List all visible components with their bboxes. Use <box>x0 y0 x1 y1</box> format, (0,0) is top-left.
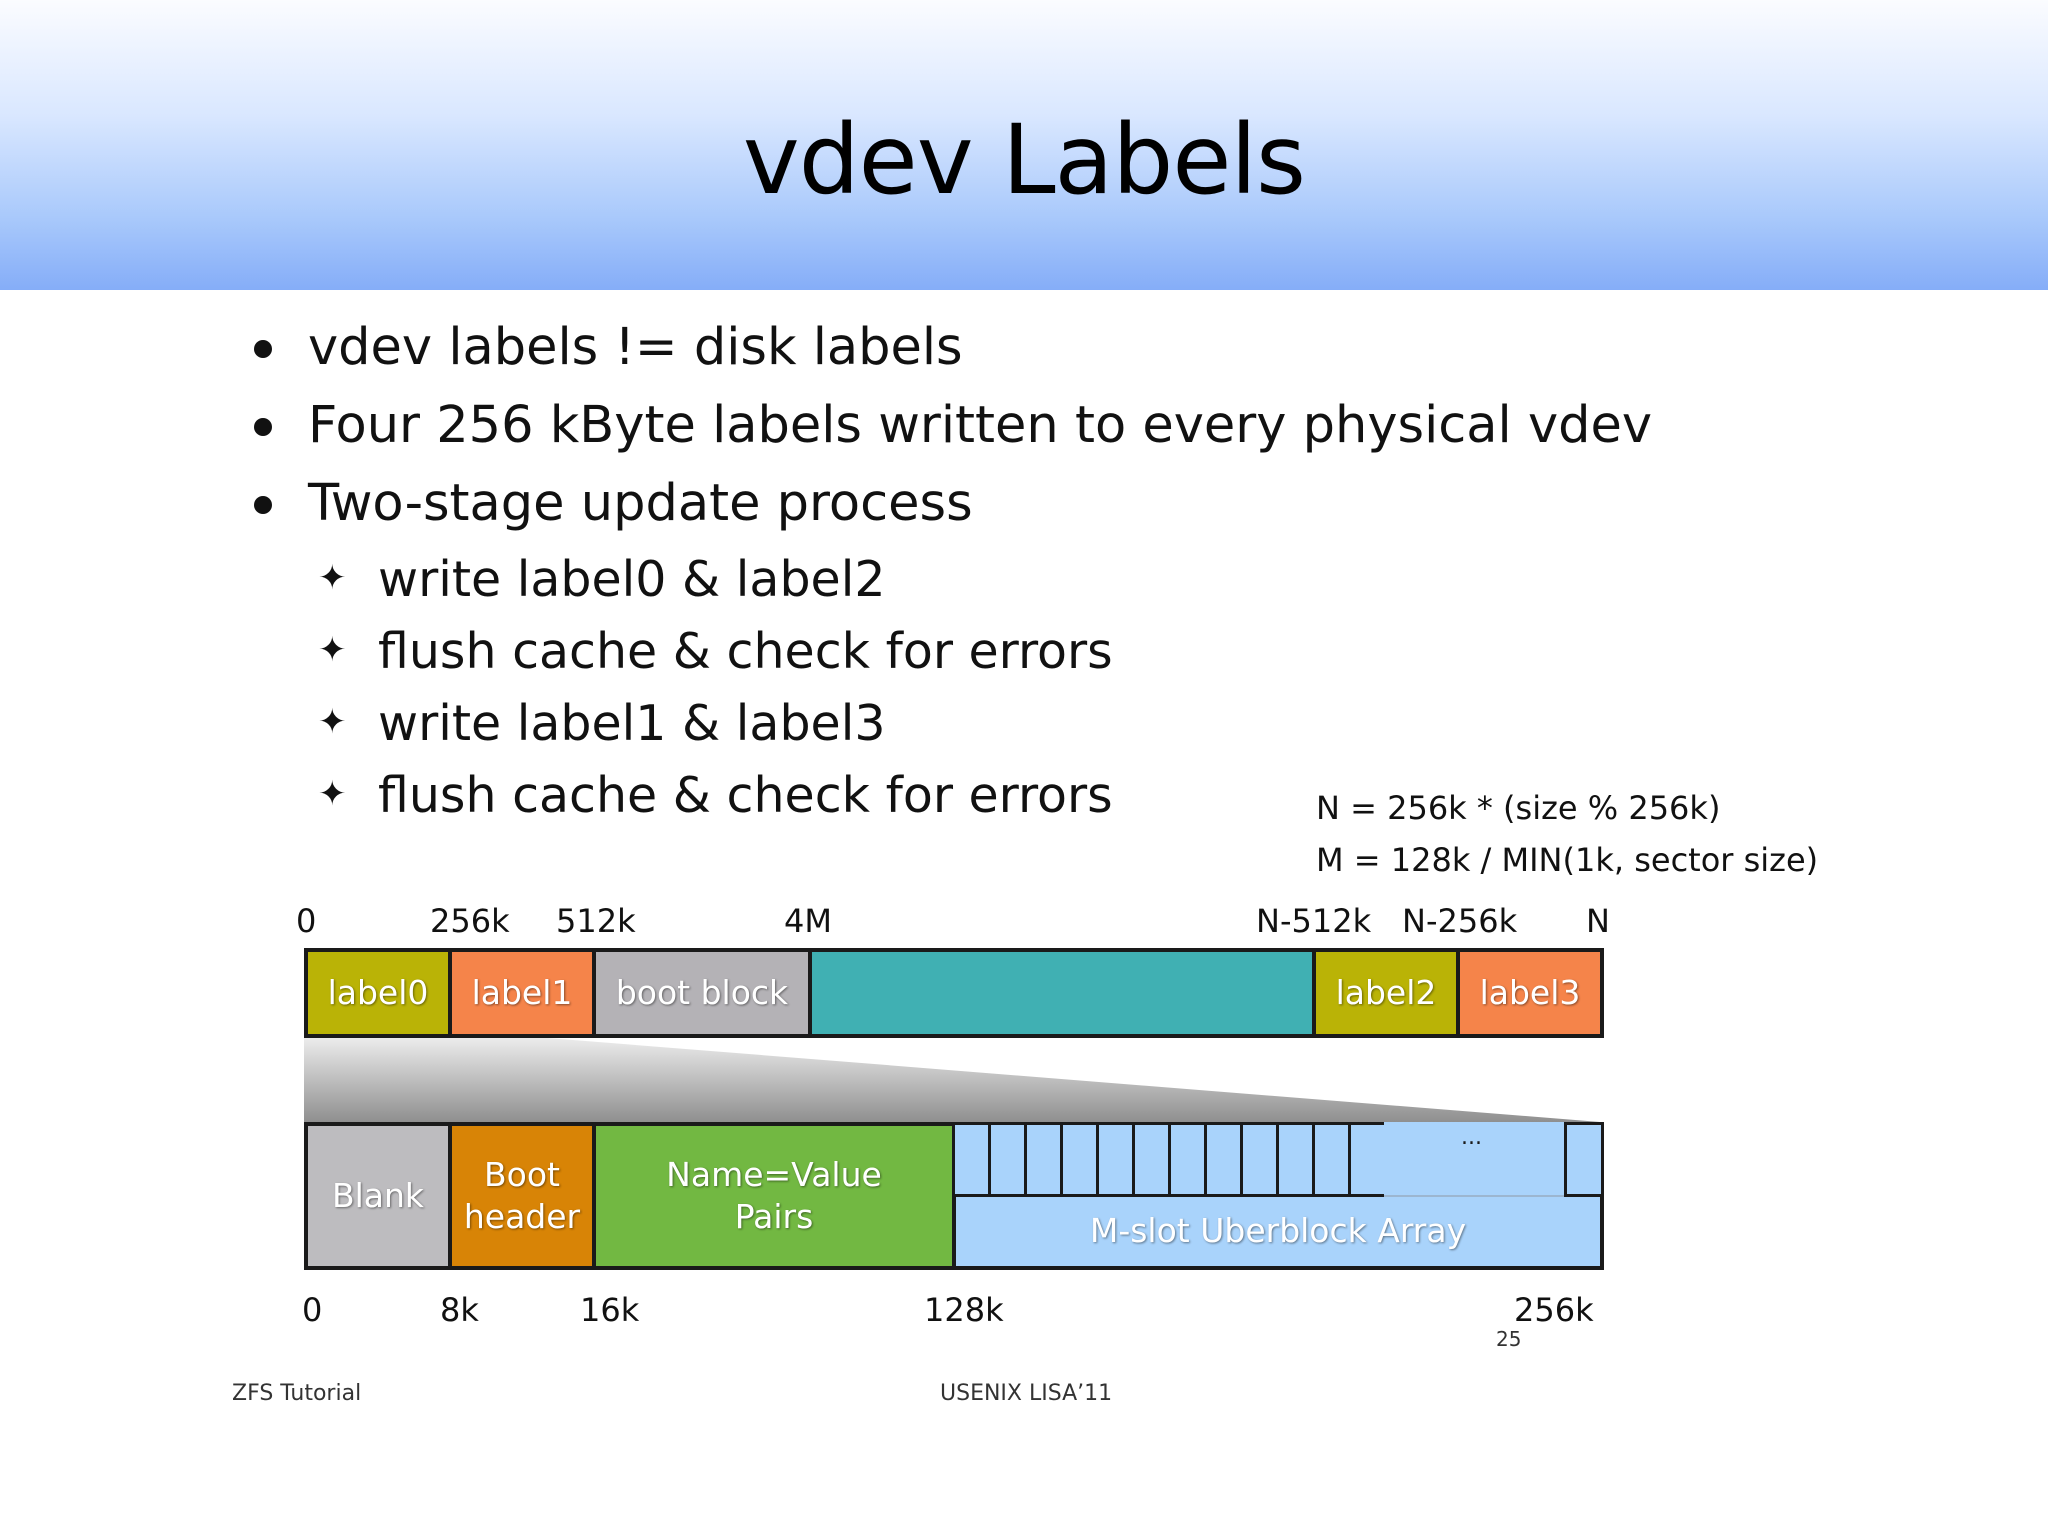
bottom-tick-label: 8k <box>440 1291 479 1329</box>
blank-segment: Blank <box>304 1122 452 1270</box>
name-value-pairs-segment: Name=Value Pairs <box>592 1122 956 1270</box>
bullet-dot-icon <box>254 418 272 436</box>
uberblock-slot <box>1132 1122 1171 1197</box>
uberblock-slot <box>952 1122 991 1197</box>
top-tick-label: 256k <box>430 902 510 940</box>
uberblock-slot <box>1204 1122 1243 1197</box>
uberblock-slot <box>1276 1122 1315 1197</box>
four-pointed-star-icon: ✦ <box>318 702 347 742</box>
top-tick-label: 512k <box>556 902 636 940</box>
bullet-dot-icon <box>254 340 272 358</box>
label3-segment: label3 <box>1456 948 1604 1038</box>
sub-bullet-item: write label0 & label2 <box>378 551 886 608</box>
sub-bullet-item: flush cache & check for errors <box>378 767 1113 824</box>
bullet-item: Four 256 kByte labels written to every p… <box>308 396 1653 455</box>
bullet-item: Two-stage update process <box>308 474 973 533</box>
slide-title: vdev Labels <box>742 104 1306 216</box>
boot-header-segment: Boot header <box>448 1122 596 1270</box>
label0-segment: label0 <box>304 948 452 1038</box>
bottom-tick-label: 0 <box>302 1291 323 1329</box>
uberblock-slot <box>1564 1122 1604 1197</box>
formula-m: M = 128k / MIN(1k, sector size) <box>1316 841 1819 879</box>
top-tick-label: 4M <box>784 902 832 940</box>
page-number: 25 <box>1496 1327 1522 1351</box>
zoom-wedge <box>304 1038 1600 1122</box>
slots-ellipsis: ... <box>1461 1125 1482 1150</box>
four-pointed-star-icon: ✦ <box>318 558 347 598</box>
label1-segment: label1 <box>448 948 596 1038</box>
label2-segment: label2 <box>1312 948 1460 1038</box>
bullet-dot-icon <box>254 496 272 514</box>
sub-bullet-item: flush cache & check for errors <box>378 623 1113 680</box>
top-tick-label: N-256k <box>1402 902 1518 940</box>
bullet-item: vdev labels != disk labels <box>308 318 963 377</box>
top-tick-label: N-512k <box>1256 902 1372 940</box>
uberblock-array-label: M-slot Uberblock Array <box>1089 1211 1467 1250</box>
top-tick-label: 0 <box>296 902 317 940</box>
uberblock-slot <box>1096 1122 1135 1197</box>
four-pointed-star-icon: ✦ <box>318 630 347 670</box>
top-tick-label: N <box>1586 902 1610 940</box>
four-pointed-star-icon: ✦ <box>318 774 347 814</box>
boot-block-segment: boot block <box>592 948 812 1038</box>
sub-bullet-item: write label1 & label3 <box>378 695 886 752</box>
uberblock-slot <box>1060 1122 1099 1197</box>
uberblock-slot <box>1168 1122 1207 1197</box>
footer-center: USENIX LISA’11 <box>940 1381 1113 1406</box>
footer-left: ZFS Tutorial <box>232 1381 362 1406</box>
uberblock-slot <box>1024 1122 1063 1197</box>
title-banner <box>0 0 2048 290</box>
formula-n: N = 256k * (size % 256k) <box>1316 789 1721 827</box>
data-region-segment <box>808 948 1316 1038</box>
bottom-tick-label: 256k <box>1514 1291 1594 1329</box>
bottom-tick-label: 16k <box>580 1291 640 1329</box>
uberblock-slot <box>1240 1122 1279 1197</box>
bottom-tick-label: 128k <box>924 1291 1004 1329</box>
uberblock-slot <box>988 1122 1027 1197</box>
uberblock-slot <box>1348 1122 1387 1197</box>
uberblock-slot <box>1312 1122 1351 1197</box>
